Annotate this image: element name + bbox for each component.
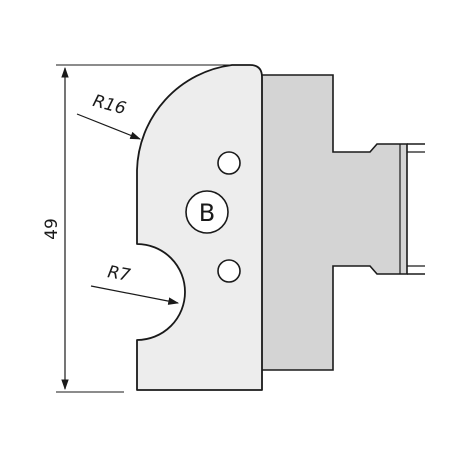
radius-large-leader <box>76 113 142 140</box>
mounting-hole-bottom <box>217 259 241 283</box>
cutter-body <box>257 74 408 371</box>
profile-badge-label: B <box>199 199 215 227</box>
height-dimension-label: 49 <box>42 218 62 240</box>
radius-small-label: R7 <box>106 262 132 286</box>
profile-badge-circle <box>185 190 229 234</box>
radius-large-label: R16 <box>91 91 129 119</box>
mounting-hole-top <box>217 151 241 175</box>
radius-small-leader <box>90 285 180 305</box>
